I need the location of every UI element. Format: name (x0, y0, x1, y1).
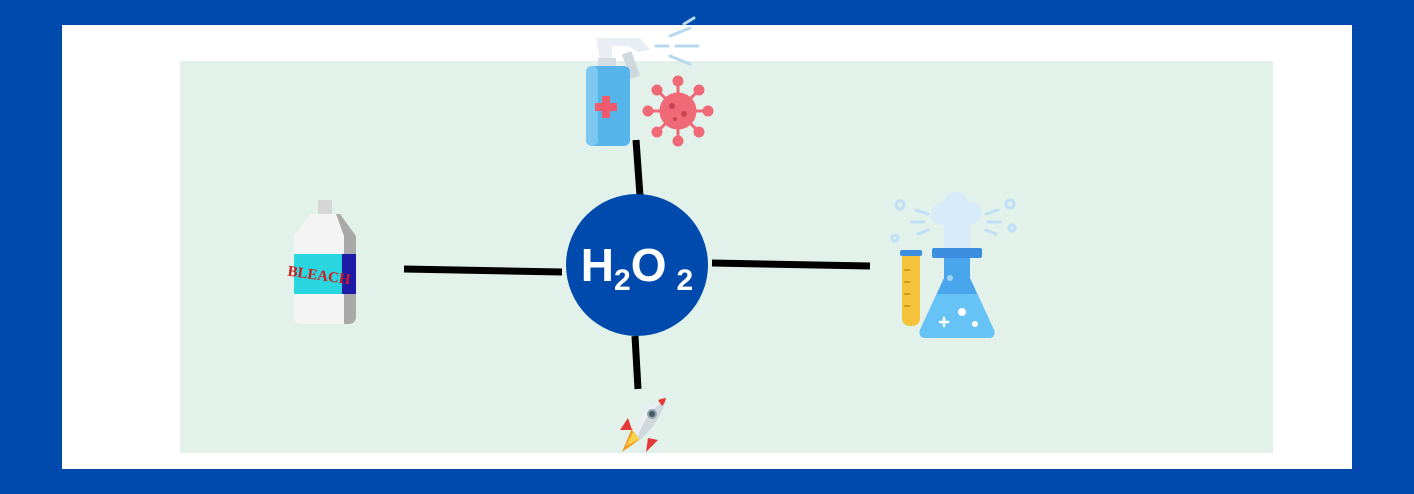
connector-left (403, 265, 563, 276)
lab-flask-test-tube-icon (890, 192, 1017, 338)
connector-right (711, 259, 871, 270)
spray-bottle-virus-icon (586, 16, 714, 147)
h2o2-circle (566, 194, 708, 336)
diagram-panel (180, 61, 1273, 453)
connector-top (632, 139, 644, 197)
formula-sub-2: 2 (676, 264, 694, 297)
connector-bottom (631, 335, 642, 390)
formula-h: H (580, 239, 615, 291)
formula-sub-1: 2 (614, 264, 631, 297)
bleach-bottle-icon: BLEACH (287, 200, 356, 324)
formula-o: O (630, 239, 667, 291)
rocket-icon (620, 398, 666, 452)
